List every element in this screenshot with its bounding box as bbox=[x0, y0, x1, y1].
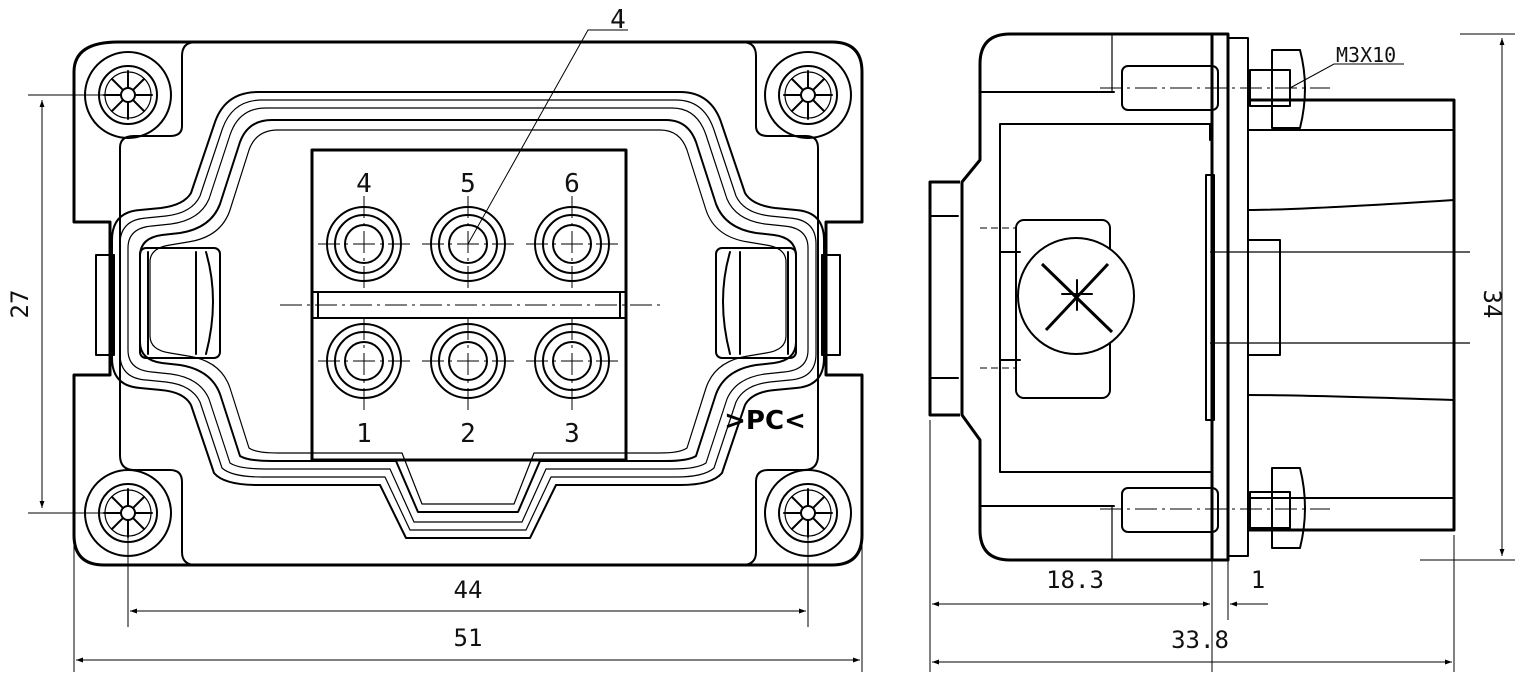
svg-text:44: 44 bbox=[454, 576, 483, 604]
front-view: 4 5 6 1 2 3 >PC< 4 27 44 51 bbox=[6, 5, 864, 672]
contact-insert bbox=[310, 148, 628, 462]
contact-number-1: 1 bbox=[356, 419, 372, 449]
svg-text:18.3: 18.3 bbox=[1046, 566, 1104, 594]
cable-entry bbox=[928, 180, 960, 417]
latch-left bbox=[95, 247, 221, 359]
contact-number-4: 4 bbox=[356, 169, 372, 199]
dimension-51: 51 bbox=[73, 545, 863, 672]
front-center-lines bbox=[280, 196, 660, 410]
svg-text:34: 34 bbox=[1478, 290, 1506, 319]
pc-logo: >PC< bbox=[724, 406, 806, 436]
dimension-18-3: 18.3 bbox=[929, 420, 1229, 672]
dimension-34: 34 bbox=[1420, 33, 1515, 561]
screw-top bbox=[1100, 49, 1330, 129]
screw-callout: M3X10 bbox=[1289, 43, 1404, 89]
svg-text:27: 27 bbox=[6, 290, 34, 319]
side-latch bbox=[980, 219, 1135, 399]
screw-bottom bbox=[1100, 467, 1330, 549]
dimension-1: 1 bbox=[1190, 566, 1268, 607]
svg-text:33.8: 33.8 bbox=[1171, 626, 1229, 654]
svg-text:M3X10: M3X10 bbox=[1336, 43, 1396, 67]
latch-right bbox=[715, 247, 841, 359]
contact-number-5: 5 bbox=[460, 169, 476, 199]
side-body bbox=[960, 32, 1212, 562]
dimension-27: 27 bbox=[6, 94, 108, 514]
front-inner-frame bbox=[119, 41, 819, 566]
svg-text:51: 51 bbox=[454, 624, 483, 652]
corner-screw-top-right bbox=[764, 51, 852, 139]
corner-screw-bottom-right bbox=[764, 469, 852, 557]
contact-number-6: 6 bbox=[564, 169, 580, 199]
callout-label: 4 bbox=[610, 5, 626, 35]
side-view: M3X10 34 18.3 1 33.8 bbox=[928, 32, 1515, 672]
callout-leader bbox=[467, 29, 628, 245]
svg-text:1: 1 bbox=[1251, 566, 1265, 594]
contact-number-2: 2 bbox=[460, 419, 476, 449]
dimension-44: 44 bbox=[127, 520, 809, 627]
side-front-housing bbox=[1248, 98, 1456, 532]
side-flange bbox=[1210, 32, 1230, 562]
contact-number-3: 3 bbox=[564, 419, 580, 449]
gasket-grooves bbox=[111, 91, 825, 539]
dimension-33-8: 33.8 bbox=[932, 535, 1455, 672]
